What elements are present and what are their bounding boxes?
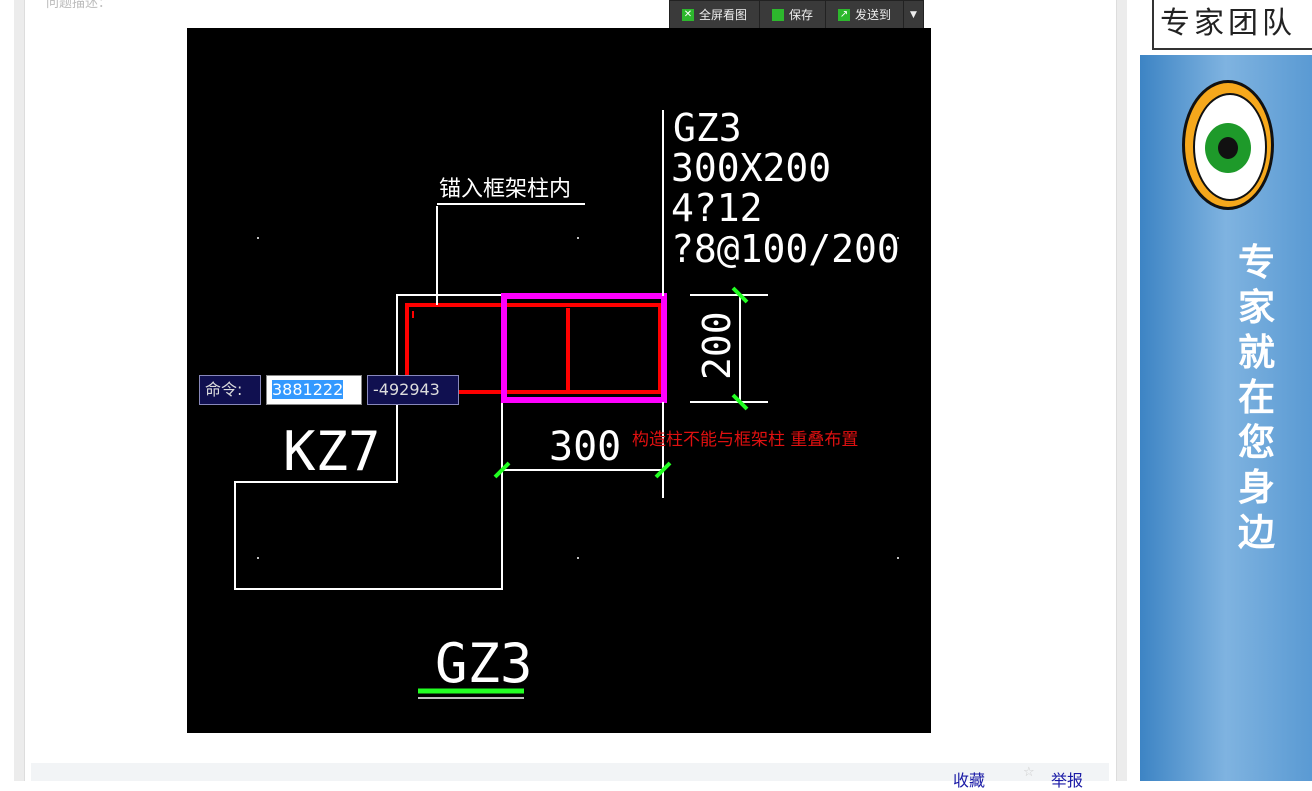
fullscreen-icon: ✕: [682, 8, 694, 21]
dim-width: 300: [549, 424, 621, 470]
ad-title: 专家团队: [1152, 0, 1312, 50]
caret-down-icon: ▼: [910, 9, 917, 20]
bottom-label: GZ3: [435, 632, 533, 695]
cad-drawing-image[interactable]: 锚入框架柱内 GZ3 300X200 4?12 ?8@100/200 200 3…: [187, 28, 931, 733]
grid-dots: [257, 237, 899, 559]
gz-rebar: 4?12: [671, 186, 763, 230]
post-footer: 收藏 ☆ 举报: [31, 763, 1109, 790]
error-note: 构造柱不能与框架柱 重叠布置: [632, 430, 858, 450]
report-link[interactable]: 举报: [1051, 771, 1084, 790]
left-border: [14, 0, 25, 781]
post-text: 问题描述：: [46, 0, 112, 11]
right-border: [1116, 0, 1127, 781]
favorite-link[interactable]: 收藏: [953, 771, 986, 790]
gz-size: 300X200: [671, 146, 831, 190]
column-label: KZ7: [283, 420, 381, 483]
gz3-selection-highlight: [501, 293, 667, 403]
report-icon: ☆: [1023, 765, 1035, 780]
send-to-button[interactable]: ↗ 发送到: [826, 1, 905, 28]
image-toolbar: ✕ 全屏看图 保存 ↗ 发送到 ▼: [669, 0, 924, 29]
ad-banner: 专家就在您身边: [1140, 55, 1312, 781]
share-icon: ↗: [838, 8, 851, 21]
coord-x-value: 3881222: [272, 380, 344, 399]
cad-svg: 锚入框架柱内 GZ3 300X200 4?12 ?8@100/200 200 3…: [234, 106, 900, 699]
dim-height: 200: [695, 311, 739, 380]
fullscreen-button[interactable]: ✕ 全屏看图: [670, 1, 761, 28]
gz-stirrup: ?8@100/200: [671, 227, 900, 271]
send-to-dropdown[interactable]: ▼: [904, 1, 923, 28]
save-button[interactable]: 保存: [760, 1, 827, 28]
save-label: 保存: [789, 8, 814, 22]
ad-slogan: 专家就在您身边: [1238, 240, 1275, 554]
fullscreen-label: 全屏看图: [699, 8, 748, 22]
send-to-label: 发送到: [855, 8, 892, 22]
gz3-rebar: [405, 303, 662, 394]
coord-x-input[interactable]: 3881222: [266, 375, 362, 405]
dimension-ticks: [493, 286, 749, 479]
floppy-icon: [772, 8, 785, 21]
coord-y-input[interactable]: -492943: [367, 375, 459, 405]
gz-label: GZ3: [673, 106, 742, 150]
command-label: 命令:: [199, 375, 261, 405]
eye-icon: [1182, 80, 1274, 210]
leader-lines: [436, 110, 768, 498]
sidebar-ad[interactable]: 专家团队 专家就在您身边: [1140, 0, 1312, 781]
anchor-note: 锚入框架柱内: [439, 177, 571, 202]
